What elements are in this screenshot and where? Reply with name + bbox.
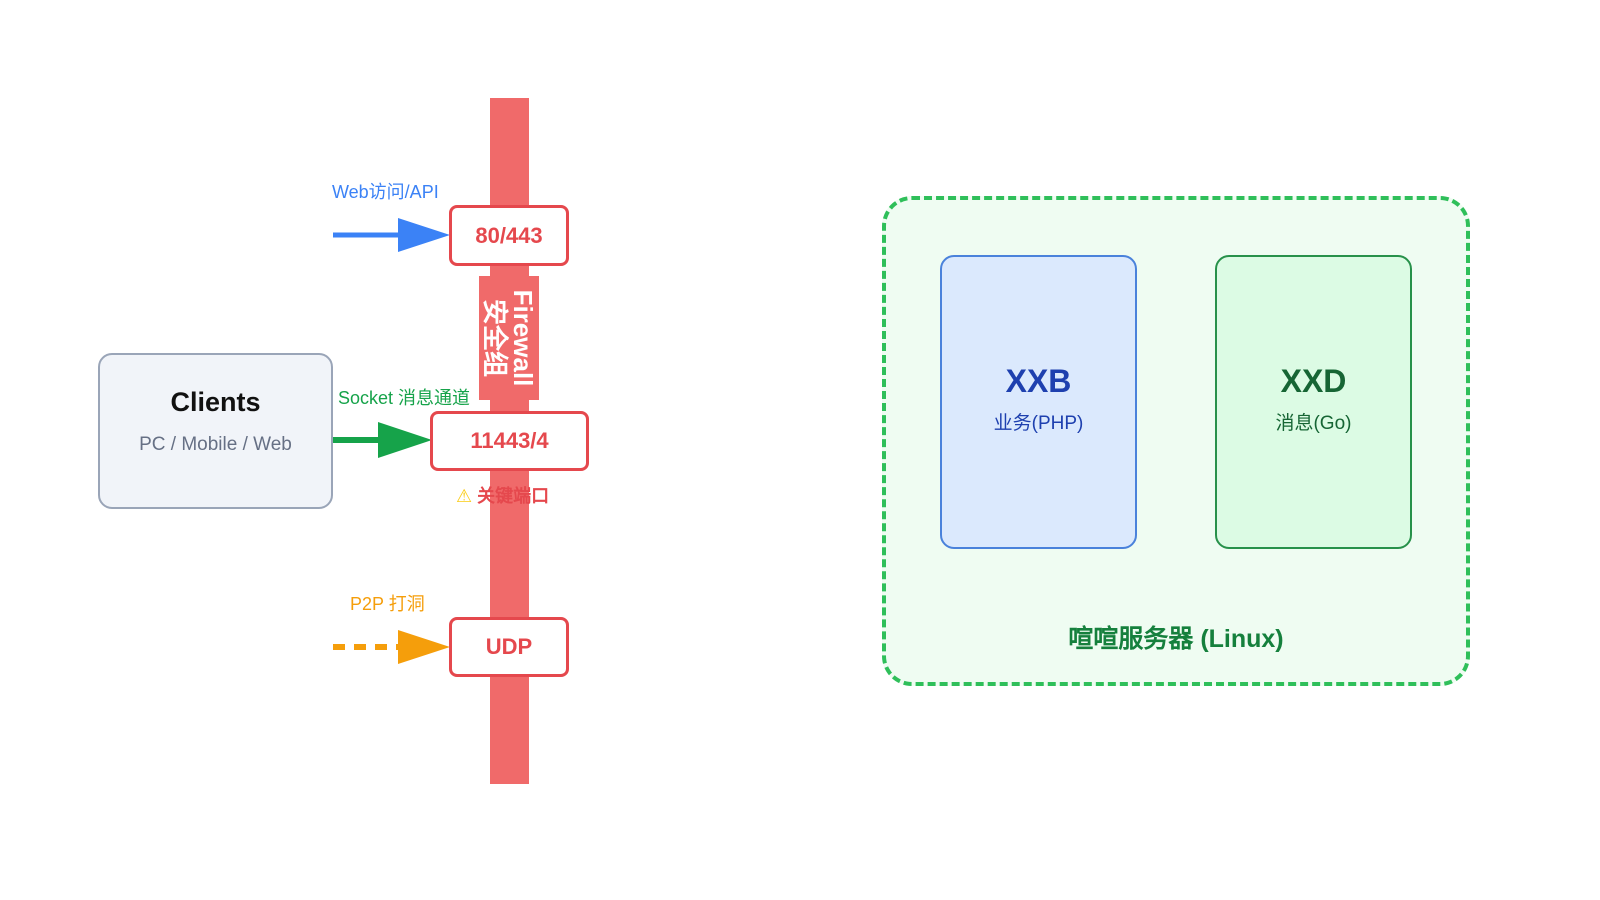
p2p-flow-label: P2P 打洞 (350, 594, 425, 614)
service-desc: 业务(PHP) (993, 413, 1084, 434)
web-flow-label: Web访问/API (332, 182, 439, 202)
key-port-label: 关键端口 (477, 486, 550, 506)
service-name: XXD (1280, 363, 1347, 399)
server-title: 喧喧服务器 (Linux) (1068, 625, 1284, 653)
port-11443: 11443/4 (430, 411, 589, 471)
service-desc: 消息(Go) (1275, 413, 1352, 434)
clients-box: Clients PC / Mobile / Web (98, 353, 333, 509)
port-80-443: 80/443 (449, 205, 569, 266)
socket-arrow-head (378, 422, 432, 458)
key-port-note: ⚠ 关键端口 (456, 482, 549, 508)
clients-subtitle: PC / Mobile / Web (139, 434, 292, 455)
port-udp: UDP (449, 617, 569, 677)
service-xxb: XXB 业务(PHP) (940, 255, 1137, 549)
web-arrow-head (398, 218, 450, 252)
udp-arrow-head (398, 630, 450, 664)
service-name: XXB (1005, 363, 1072, 399)
socket-flow-label: Socket 消息通道 (338, 388, 471, 408)
service-xxd: XXD 消息(Go) (1215, 255, 1412, 549)
clients-title: Clients (170, 387, 261, 417)
warning-icon: ⚠ (456, 486, 473, 506)
